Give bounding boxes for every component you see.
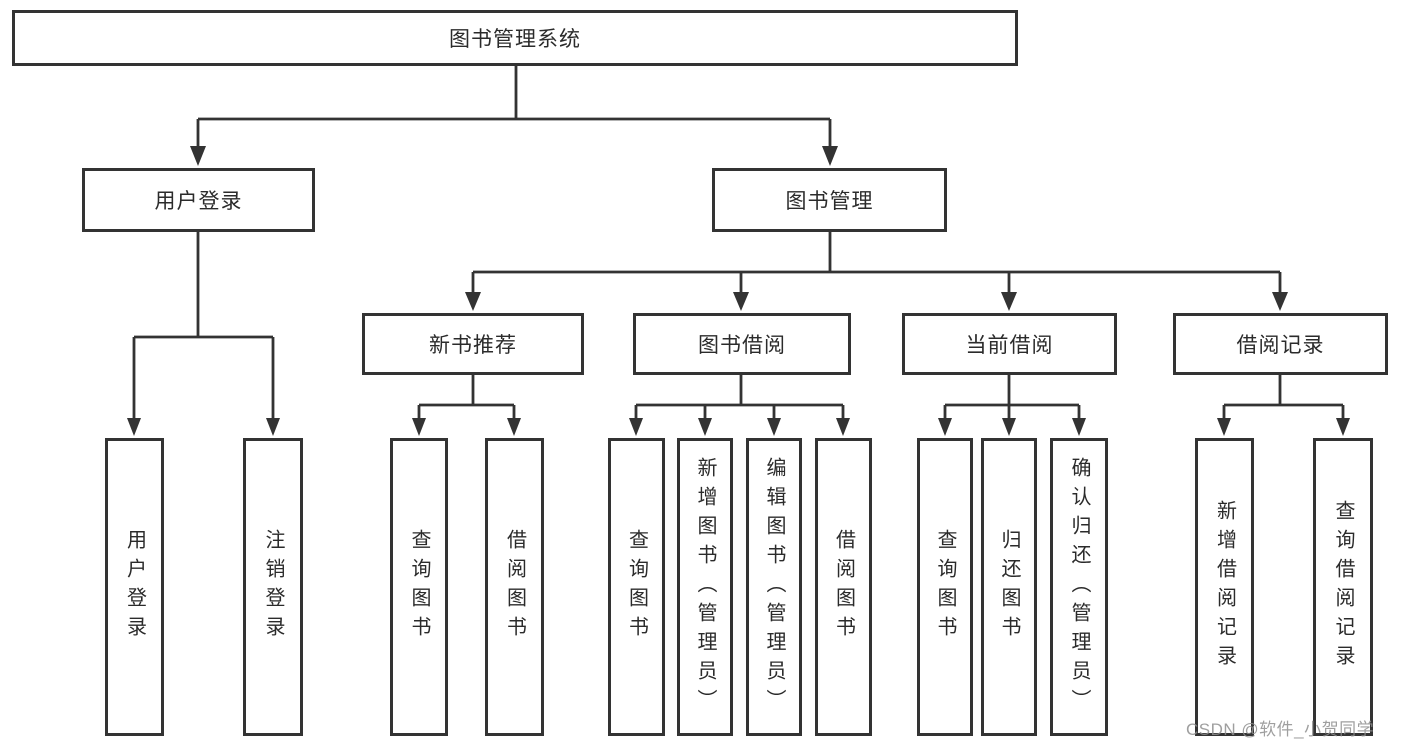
leaf-query-books-recommend: 查询图书	[390, 438, 448, 736]
leaf-borrow-books: 借阅图书	[815, 438, 872, 736]
node-user-login: 用户登录	[82, 168, 315, 232]
node-label: 查询借阅记录	[1332, 500, 1354, 674]
leaf-query-books-current: 查询图书	[917, 438, 973, 736]
node-label: 新增借阅记录	[1213, 500, 1236, 674]
node-label: 图书借阅	[698, 334, 786, 357]
node-label: 查询图书	[408, 529, 430, 645]
node-label: 借阅记录	[1236, 334, 1325, 357]
node-book-borrowing: 图书借阅	[633, 313, 851, 375]
leaf-edit-books-admin: 编辑图书（管理员）	[746, 438, 802, 736]
leaf-user-login: 用户登录	[105, 438, 164, 736]
leaf-query-borrow-record: 查询借阅记录	[1313, 438, 1373, 736]
csdn-watermark: CSDN @软件_小贺同学	[1186, 720, 1375, 739]
node-label: 借阅图书	[832, 529, 855, 645]
node-borrowing-records: 借阅记录	[1173, 313, 1388, 375]
node-label: 新增图书（管理员）	[694, 456, 716, 718]
node-current-borrowing: 当前借阅	[902, 313, 1117, 375]
node-label: 图书管理系统	[449, 28, 581, 51]
node-label: 查询图书	[625, 529, 648, 645]
node-label: 图书管理	[785, 190, 874, 213]
node-new-book-recommendation: 新书推荐	[362, 313, 584, 375]
leaf-add-books-admin: 新增图书（管理员）	[677, 438, 733, 736]
node-label: 确认归还（管理员）	[1068, 456, 1090, 718]
node-label: 用户登录	[123, 529, 146, 645]
leaf-query-books-borrow: 查询图书	[608, 438, 665, 736]
node-library-management-system: 图书管理系统	[12, 10, 1018, 66]
node-label: 归还图书	[998, 529, 1020, 645]
leaf-confirm-return-admin: 确认归还（管理员）	[1050, 438, 1108, 736]
node-label: 当前借阅	[965, 334, 1054, 357]
leaf-borrow-books-recommend: 借阅图书	[485, 438, 544, 736]
leaf-add-borrow-record: 新增借阅记录	[1195, 438, 1254, 736]
node-book-management: 图书管理	[712, 168, 947, 232]
node-label: 查询图书	[934, 529, 956, 645]
leaf-logout: 注销登录	[243, 438, 303, 736]
node-label: 用户登录	[154, 190, 243, 213]
leaf-return-books: 归还图书	[981, 438, 1037, 736]
node-label: 新书推荐	[429, 334, 517, 357]
node-label: 注销登录	[262, 529, 284, 645]
node-label: 编辑图书（管理员）	[763, 456, 785, 718]
node-label: 借阅图书	[503, 529, 526, 645]
